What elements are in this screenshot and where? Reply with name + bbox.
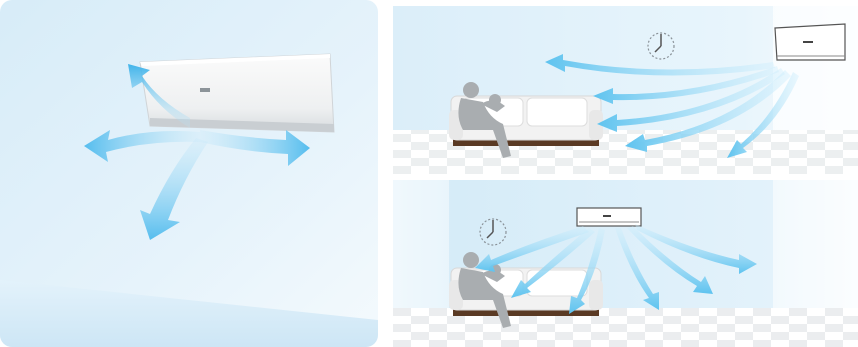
wide-room-illustration [393,6,858,174]
airflow-directions-panel [0,0,378,347]
centered-room-scene [393,180,858,347]
ac-unit [140,54,334,132]
wide-room-scene [393,6,858,174]
airflow-directions-illustration [0,0,378,347]
centered-room-illustration [393,180,858,347]
ac-unit-wall [577,208,641,226]
ac-logo [200,88,210,92]
ac-unit-wall [775,24,845,60]
